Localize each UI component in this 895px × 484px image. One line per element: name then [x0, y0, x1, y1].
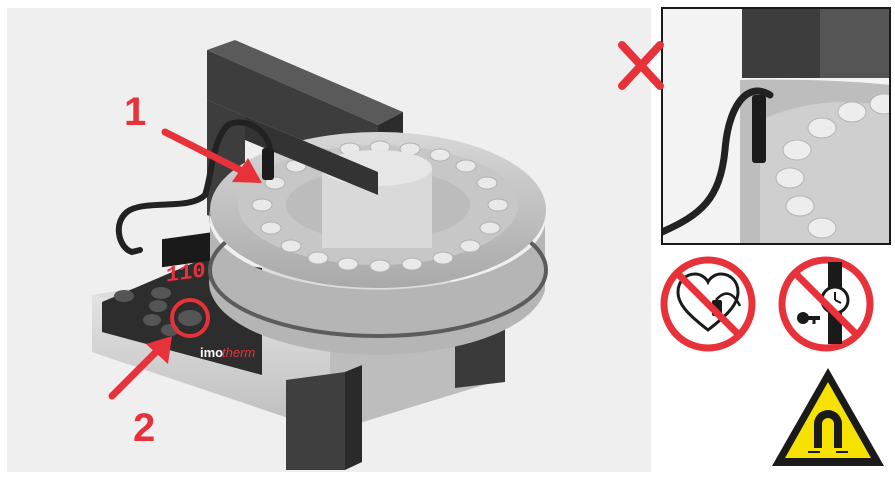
induction-heater: 110 imo therm	[92, 40, 548, 470]
temperature-probe	[262, 148, 274, 180]
panel-button-2[interactable]	[151, 287, 171, 299]
cross-icon	[618, 41, 664, 90]
panel-button-3[interactable]	[149, 300, 167, 312]
magnetic-field-warning-icon	[772, 368, 884, 466]
led-display	[162, 232, 210, 268]
callout-number-1: 1	[124, 90, 147, 134]
start-stop-button[interactable]	[178, 310, 202, 326]
brand-logo-prefix: imo	[200, 345, 223, 360]
callout-number-2: 2	[133, 406, 156, 450]
panel-button-4[interactable]	[143, 314, 161, 326]
button-highlight-circle	[170, 298, 210, 338]
incorrect-example-panel	[661, 7, 891, 245]
heater-leg-front	[286, 372, 345, 470]
panel-button-1[interactable]	[114, 290, 134, 302]
bearing	[208, 132, 548, 355]
led-display-digits: 110	[166, 258, 206, 288]
arrow-to-probe	[161, 128, 262, 183]
arrow-to-button	[108, 336, 172, 400]
brand-logo-suffix: therm	[222, 345, 255, 360]
yoke-top	[207, 40, 403, 125]
no-pacemaker-icon	[660, 256, 756, 352]
no-watch-keys-icon	[778, 256, 874, 352]
probe-on-yoke	[752, 95, 766, 163]
